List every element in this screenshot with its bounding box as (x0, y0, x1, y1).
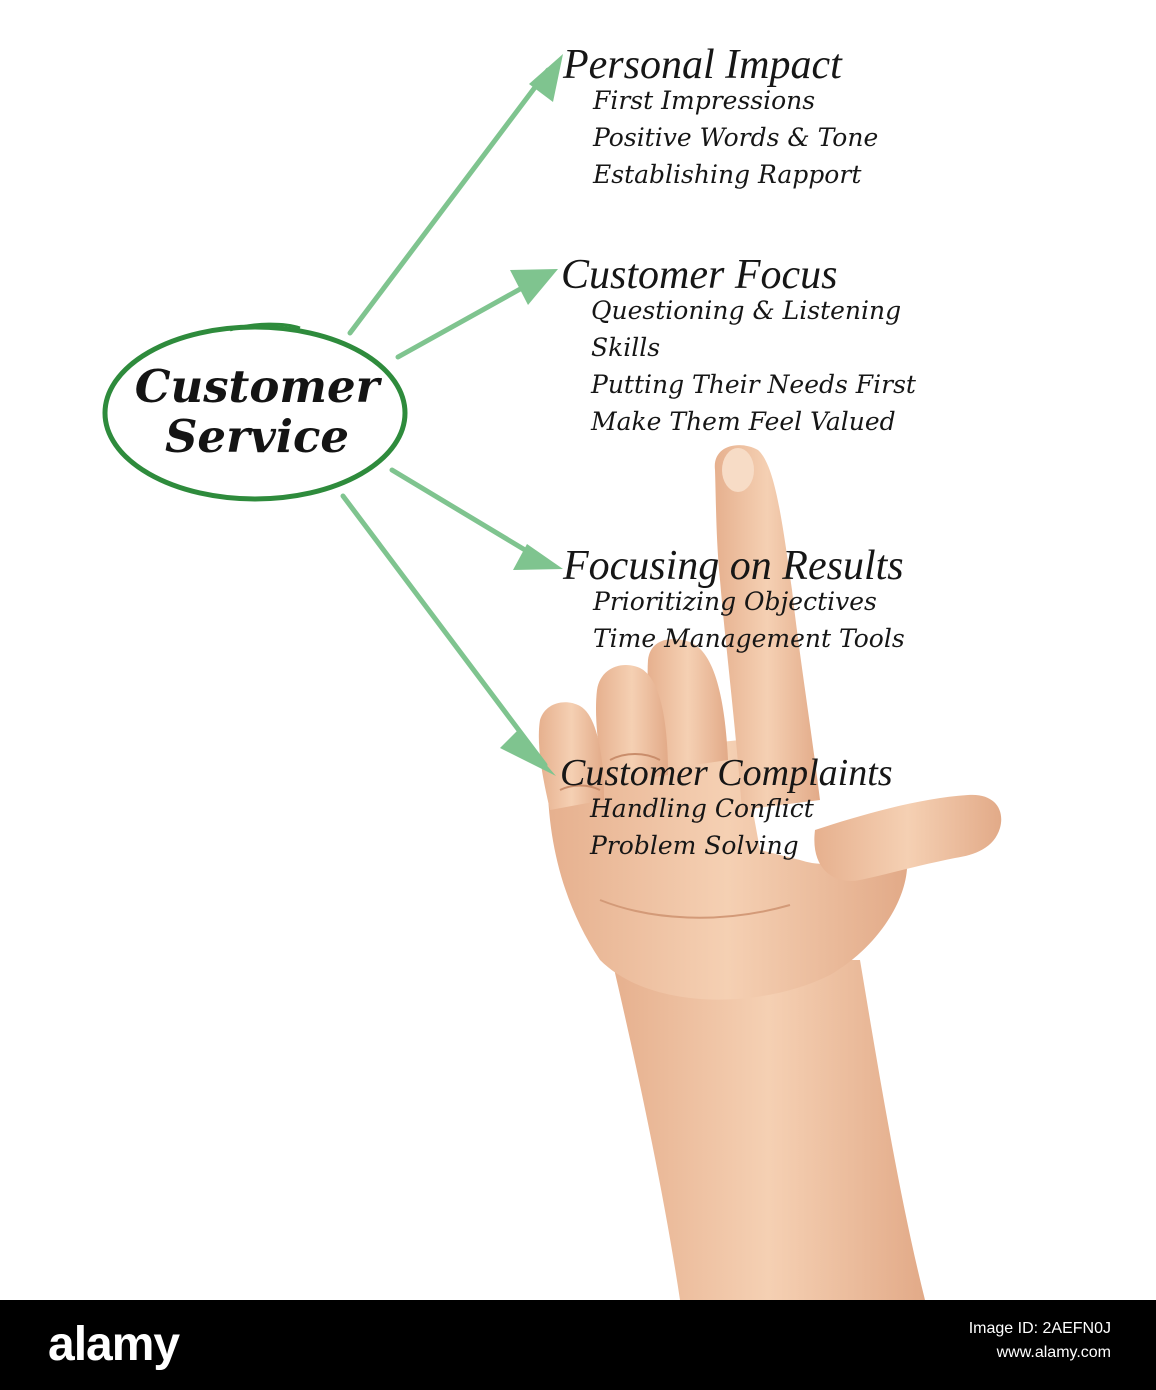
thumb-shape (814, 794, 1002, 881)
index-nail-shape (722, 448, 754, 492)
image-id-text: Image ID: 2AEFN0J (968, 1320, 1111, 1337)
arrowhead-customer-focus (510, 269, 558, 305)
diagram-graphics (102, 54, 1002, 1300)
branch-item: Positive Words & Tone (593, 123, 879, 152)
arrowhead-personal-impact (529, 54, 563, 102)
center-label-line2: Service (164, 410, 350, 463)
branch-item: Establishing Rapport (593, 160, 862, 189)
center-label: Customer Service (112, 362, 402, 462)
arrow-customer-complaints (340, 493, 548, 768)
site-url-text: www.alamy.com (996, 1344, 1111, 1361)
branch-title: Customer Focus (561, 252, 838, 298)
branch-title: Focusing on Results (563, 543, 904, 589)
forearm-shape (612, 960, 925, 1300)
arrow-focusing-results (389, 467, 548, 565)
index-finger-shape (714, 445, 820, 810)
middle-finger-shape (647, 639, 728, 770)
branch-item: First Impressions (593, 86, 816, 115)
branch-item: Time Management Tools (593, 624, 905, 653)
knuckle-crease (559, 753, 661, 791)
branch-focusing-on-results: Focusing on Results Prioritizing Objecti… (563, 543, 905, 657)
branch-personal-impact: Personal Impact First Impressions Positi… (563, 42, 878, 193)
palm-shape (547, 740, 908, 1000)
palm-crease (599, 899, 791, 919)
watermark-footer: alamy Image ID: 2AEFN0J www.alamy.com (0, 1300, 1156, 1390)
branch-item: Handling Conflict (590, 794, 814, 823)
branch-items: Prioritizing Objectives Time Management … (563, 583, 905, 657)
branch-customer-complaints: Customer Complaints Handling Conflict Pr… (560, 750, 893, 864)
center-ellipse (102, 322, 408, 502)
branch-item: Putting Their Needs First (591, 370, 916, 399)
little-finger-shape (538, 702, 604, 810)
arrow-personal-impact (347, 67, 551, 336)
arrowhead-focusing-results (513, 544, 563, 570)
branch-item: Problem Solving (590, 831, 799, 860)
branch-title: Customer Complaints (560, 752, 893, 794)
center-label-line1: Customer (134, 360, 380, 413)
diagram-canvas: Customer Service Personal Impact First I… (102, 42, 1002, 1300)
branch-items: Questioning & Listening Skills Putting T… (561, 292, 916, 440)
branch-title: Personal Impact (563, 42, 842, 88)
branch-items: Handling Conflict Problem Solving (560, 790, 893, 864)
arrowhead-customer-complaints (500, 731, 556, 776)
branch-item: Questioning & Listening (591, 296, 902, 325)
footer-logo: alamy (48, 1318, 180, 1371)
branch-item: Make Them Feel Valued (591, 407, 896, 436)
branch-customer-focus: Customer Focus Questioning & Listening S… (561, 252, 916, 440)
pointing-hand-image (538, 445, 1002, 1300)
footer-info: Image ID: 2AEFN0J www.alamy.com (969, 1317, 1111, 1365)
branch-item: Prioritizing Objectives (593, 587, 877, 616)
branch-item: Skills (591, 333, 661, 362)
arrow-customer-focus (395, 275, 543, 360)
branch-items: First Impressions Positive Words & Tone … (563, 82, 878, 193)
